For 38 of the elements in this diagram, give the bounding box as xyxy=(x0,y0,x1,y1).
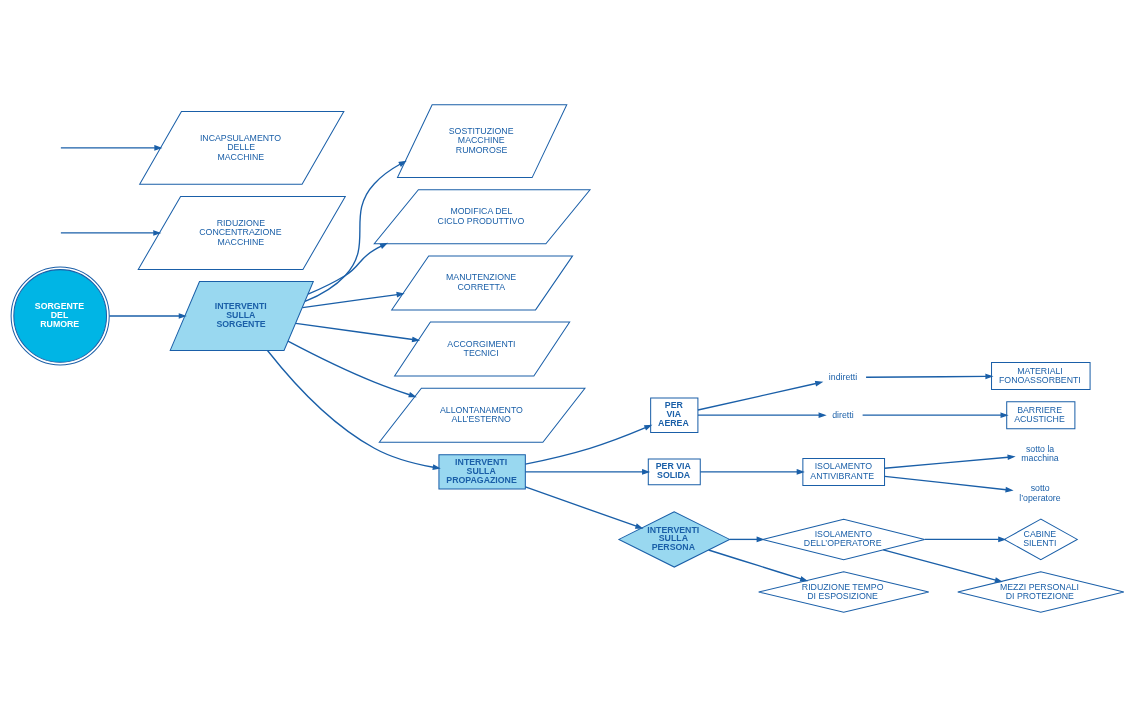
arrow xyxy=(697,380,824,411)
arrow xyxy=(865,373,994,380)
arrow xyxy=(524,469,651,475)
arrow xyxy=(304,160,407,303)
arrow xyxy=(884,454,1016,469)
arrow xyxy=(697,412,827,419)
node-diamond: CABINE SILENTI xyxy=(1003,518,1079,561)
node-diamond: MEZZI PERSONALI DI PROTEZIONE xyxy=(957,571,1125,613)
arrow xyxy=(524,424,653,465)
node-box: ISOLAMENTO ANTIVIBRANTE xyxy=(802,457,886,486)
arrow xyxy=(861,412,1009,419)
node-box: PER VIA AEREA xyxy=(650,397,699,433)
arrow xyxy=(707,549,809,582)
node-text: indiretti xyxy=(828,371,858,382)
arrow xyxy=(524,486,644,529)
arrow xyxy=(884,475,1014,493)
arrow xyxy=(60,230,162,236)
node-diamond: RIDUZIONE TEMPO DI ESPOSIZIONE xyxy=(758,571,930,613)
arrow xyxy=(287,340,417,398)
arrow xyxy=(60,145,163,151)
arrow xyxy=(266,349,441,470)
arrow xyxy=(295,322,421,343)
arrow xyxy=(108,313,187,319)
arrow xyxy=(699,469,805,475)
arrow xyxy=(307,242,389,295)
arrow xyxy=(729,536,765,543)
node-diamond: ISOLAMENTO DELL’OPERATORE xyxy=(762,518,926,561)
node-box: INTERVENTI SULLA PROPAGAZIONE xyxy=(438,454,526,490)
node-text: diretti xyxy=(832,409,854,420)
arrow xyxy=(882,549,1003,583)
node-diamond: INTERVENTI SULLA PERSONA xyxy=(617,511,731,568)
node-box: MATERIALI FONOASSORBENTI xyxy=(991,362,1091,391)
node-text: sotto la macchina xyxy=(1021,443,1059,464)
node-box: BARRIERE ACUSTICHE xyxy=(1006,401,1076,430)
arrow xyxy=(924,536,1007,543)
arrow xyxy=(301,291,405,309)
node-box: PER VIA SOLIDA xyxy=(647,458,701,486)
node-text: sotto l’operatore xyxy=(1019,483,1061,503)
